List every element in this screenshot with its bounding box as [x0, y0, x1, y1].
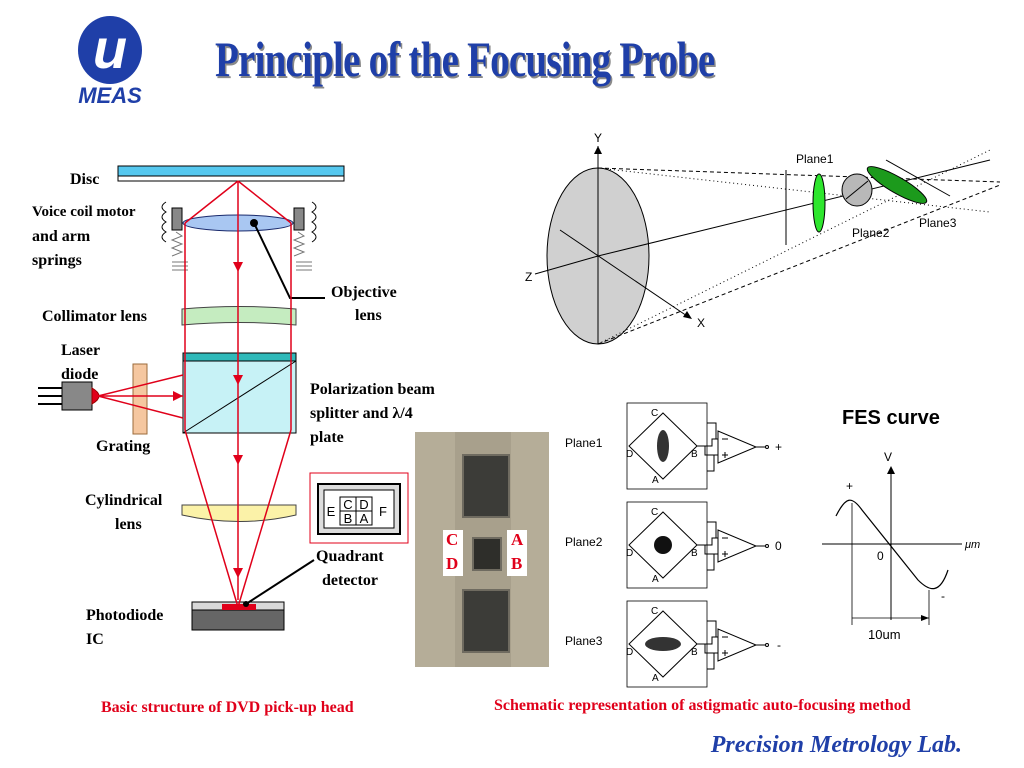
- label-arm-springs-2: springs: [32, 252, 82, 269]
- fes-xlabel: μm: [964, 539, 980, 551]
- label-laser-2: diode: [61, 366, 99, 383]
- svg-text:D: D: [626, 647, 633, 658]
- plane1-ellipse: [812, 173, 826, 233]
- detector-photo: C D A B: [415, 432, 549, 667]
- fes-title: FES curve: [842, 407, 940, 429]
- svg-text:B: B: [691, 647, 698, 658]
- bridge-plane2: [626, 501, 769, 589]
- svg-text:D: D: [626, 548, 633, 559]
- fes-minus: -: [941, 589, 945, 603]
- svg-text:A: A: [652, 673, 659, 684]
- fes-ylabel: V: [884, 450, 892, 464]
- lab-name: Precision Metrology Lab.: [710, 732, 962, 758]
- voice-coil-left: [171, 207, 183, 231]
- svg-text:A: A: [652, 574, 659, 585]
- voice-coil-right: [293, 207, 305, 231]
- svg-text:C: C: [651, 606, 658, 617]
- photo-label-b: B: [511, 554, 523, 573]
- bridge2-plane: Plane2: [565, 535, 603, 549]
- label-cylindrical-2: lens: [115, 516, 142, 533]
- label-pbs-2: splitter and λ/4: [310, 405, 413, 422]
- label-collimator: Collimator lens: [42, 308, 148, 325]
- fes-origin: 0: [877, 549, 884, 563]
- logo-text: MEAS: [78, 83, 142, 108]
- svg-text:A: A: [652, 475, 659, 486]
- label-disc: Disc: [70, 171, 100, 188]
- bridge3-plane: Plane3: [565, 634, 603, 648]
- label-quadrant-1: Quadrant: [316, 548, 384, 565]
- svg-text:B: B: [691, 449, 698, 460]
- svg-text:C: C: [651, 507, 658, 518]
- bridge-plane3: [626, 600, 769, 688]
- caption-right: Schematic representation of astigmatic a…: [494, 697, 911, 714]
- caption-left: Basic structure of DVD pick-up head: [101, 699, 354, 716]
- laser-beams: [97, 180, 292, 608]
- axis-y-label: Y: [594, 131, 602, 145]
- plane3-label: Plane3: [919, 216, 957, 230]
- label-pbs-1: Polarization beam: [310, 381, 435, 398]
- photo-label-c: C: [446, 530, 459, 549]
- plane2-label: Plane2: [852, 226, 890, 240]
- page-title: Principle of the Focusing Probe: [215, 31, 715, 87]
- label-objective-1: Objective: [331, 284, 397, 301]
- plane1-label: Plane1: [796, 152, 834, 166]
- photo-label-a: A: [511, 530, 524, 549]
- cell-d: D: [359, 497, 368, 512]
- bridge3-output: -: [777, 638, 781, 652]
- label-pbs-3: plate: [310, 429, 344, 446]
- label-laser-1: Laser: [61, 342, 101, 359]
- collimator-lens: [181, 306, 297, 326]
- axis-z-label: Z: [525, 270, 532, 284]
- svg-text:C: C: [651, 408, 658, 419]
- bridge1-output: +: [775, 440, 782, 454]
- axis-x-label: X: [697, 316, 705, 330]
- bridge-plane1: [626, 402, 769, 490]
- svg-text:B: B: [691, 548, 698, 559]
- label-grating: Grating: [96, 438, 151, 455]
- bridge1-plane: Plane1: [565, 436, 603, 450]
- label-cylindrical-1: Cylindrical: [85, 492, 163, 509]
- label-arm-springs-1: and arm: [32, 228, 91, 245]
- fes-scale: 10um: [868, 627, 901, 642]
- cell-b: B: [344, 511, 353, 526]
- logo-glyph: u: [93, 17, 127, 80]
- label-quadrant-2: detector: [322, 572, 378, 589]
- plane3-ellipse: [866, 166, 928, 204]
- cell-e: E: [327, 504, 336, 519]
- label-photodiode-1: Photodiode: [86, 607, 164, 624]
- fes-curve: [835, 499, 949, 590]
- label-voice-coil: Voice coil motor: [32, 204, 136, 220]
- cell-a: A: [360, 511, 369, 526]
- photo-label-d: D: [446, 554, 459, 573]
- cell-c: C: [343, 497, 352, 512]
- label-objective-2: lens: [355, 307, 382, 324]
- cell-f: F: [379, 504, 387, 519]
- svg-text:D: D: [626, 449, 633, 460]
- label-photodiode-2: IC: [86, 631, 104, 648]
- grating: [132, 363, 148, 435]
- bridge2-output: 0: [775, 539, 782, 553]
- fes-plus: +: [846, 479, 853, 493]
- meas-logo: u MEAS: [78, 16, 142, 108]
